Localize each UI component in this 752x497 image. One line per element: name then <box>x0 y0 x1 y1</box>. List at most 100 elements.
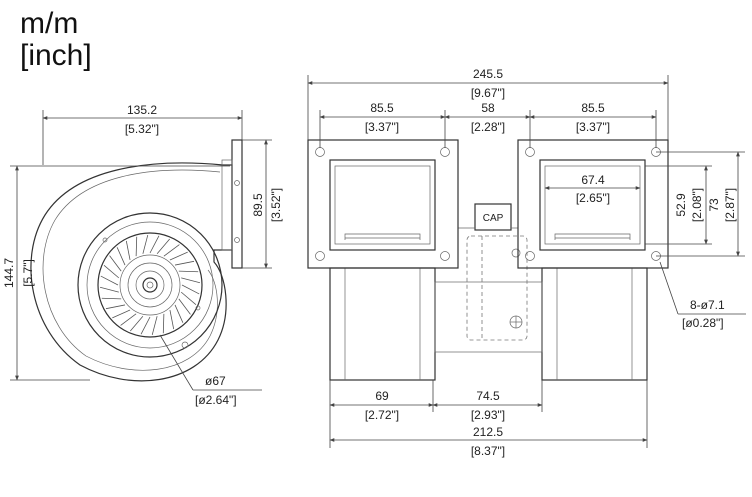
width-mm: 135.2 <box>127 103 157 117</box>
unit-inch-label: [inch] <box>20 39 92 72</box>
holes-leader <box>659 261 679 315</box>
outlet-height-mm: 52.9 <box>674 193 688 217</box>
motor-screw-2 <box>102 237 108 243</box>
motor-ring-2 <box>86 221 214 349</box>
flange-bracket <box>221 159 233 251</box>
impeller-blade <box>178 270 199 273</box>
impeller-blade <box>174 260 195 266</box>
impeller-diameter: ø67 <box>205 374 226 388</box>
right-motor-body <box>541 267 648 381</box>
mounting-flange <box>231 139 243 269</box>
impeller-outer <box>97 232 203 338</box>
impeller-blades <box>99 234 201 336</box>
junction-box <box>466 235 528 341</box>
impeller-blade <box>99 286 119 293</box>
impeller-blade <box>101 297 122 300</box>
right-outlet-opening <box>544 165 641 245</box>
left-flange-hole-tr <box>440 147 450 157</box>
height-in: [5.7"] <box>21 259 35 287</box>
shaft-center <box>146 281 154 289</box>
motor-outer-ring <box>77 212 223 358</box>
impeller-blade <box>109 255 122 272</box>
impeller-blade <box>151 316 158 336</box>
right-flange-hole-tl <box>525 147 535 157</box>
impeller-blade <box>181 277 201 284</box>
flange-hole-top <box>234 180 240 186</box>
bottom-mid-in: [2.93"] <box>471 408 505 422</box>
flange-mm: 89.5 <box>251 193 265 217</box>
left-flange-hole-bl <box>315 251 325 261</box>
overall-in: [9.67"] <box>471 86 505 100</box>
impeller-blade <box>130 315 144 332</box>
left-outlet-flange <box>307 139 459 269</box>
front-view: CAP 245.5 <box>307 67 746 458</box>
holes-label-in: [ø0.28"] <box>682 316 724 330</box>
left-flange-in: [3.37"] <box>365 120 399 134</box>
impeller-blade <box>140 316 151 335</box>
impeller-blade <box>169 309 175 330</box>
bottom-overall-in: [8.37"] <box>471 444 505 458</box>
impeller-blade <box>120 313 137 326</box>
flange-height-mm: 73 <box>707 198 721 212</box>
center-motor-housing <box>434 281 543 353</box>
flange-hole-bottom <box>234 237 240 243</box>
impeller-blade <box>135 236 138 257</box>
right-outlet-damper <box>554 233 631 240</box>
impeller-blade <box>149 235 160 254</box>
left-outlet-frame <box>329 159 436 251</box>
motor-screw <box>181 341 189 349</box>
scroll-housing-outline <box>30 162 233 382</box>
impeller-hub-ring-3 <box>135 270 165 300</box>
impeller-hub-ring <box>119 254 181 316</box>
impeller-blade <box>178 298 191 315</box>
outlet-height-in: [2.08"] <box>690 188 704 222</box>
holes-label: 8-ø7.1 <box>690 298 725 312</box>
terminal-screw-2 <box>511 248 521 258</box>
flange-height-in: [2.87"] <box>723 188 737 222</box>
impeller-blade <box>142 234 149 254</box>
gap-in: [2.28"] <box>471 120 505 134</box>
impeller-blade <box>156 238 170 255</box>
impeller-leader <box>159 334 194 391</box>
impeller-hub-ring-2 <box>127 262 173 308</box>
capacitor-label: CAP <box>483 213 504 224</box>
impeller-blade <box>180 291 197 305</box>
overall-mm: 245.5 <box>473 67 503 81</box>
impeller-blade <box>116 247 126 266</box>
right-flange-in: [3.37"] <box>576 120 610 134</box>
left-motor-body <box>329 267 436 381</box>
left-flange-hole-tl <box>315 147 325 157</box>
left-flange-hole-br <box>440 251 450 261</box>
width-in: [5.32"] <box>125 122 159 136</box>
impeller-blade <box>105 304 126 310</box>
bottom-mid-mm: 74.5 <box>476 389 500 403</box>
motor-screw-3 <box>195 305 201 311</box>
bottom-left-in: [2.72"] <box>365 408 399 422</box>
impeller-blade <box>163 244 180 257</box>
impeller-blade <box>125 240 131 261</box>
shaft <box>142 277 158 293</box>
outlet-width-mm: 67.4 <box>581 173 605 187</box>
impeller-blade <box>103 265 120 279</box>
left-flange-mm: 85.5 <box>370 101 394 115</box>
outlet-width-in: [2.65"] <box>576 191 610 205</box>
flange-in: [3.52"] <box>269 188 283 222</box>
impeller-blade <box>181 284 200 295</box>
right-outlet-flange <box>517 139 669 269</box>
impeller-blade <box>100 275 119 286</box>
impeller-blade <box>112 309 131 319</box>
right-outlet-frame <box>539 159 646 251</box>
right-flange-hole-bl <box>525 251 535 261</box>
gap-mm: 58 <box>481 101 495 115</box>
left-outlet-damper <box>344 233 421 240</box>
capacitor <box>474 203 512 231</box>
impeller-blade <box>162 313 165 334</box>
impeller-blade <box>174 304 184 323</box>
left-outlet-opening <box>334 165 431 245</box>
height-mm: 144.7 <box>2 258 16 288</box>
bottom-left-mm: 69 <box>375 389 389 403</box>
scroll-housing-inner <box>42 169 221 371</box>
bottom-overall-mm: 212.5 <box>473 425 503 439</box>
